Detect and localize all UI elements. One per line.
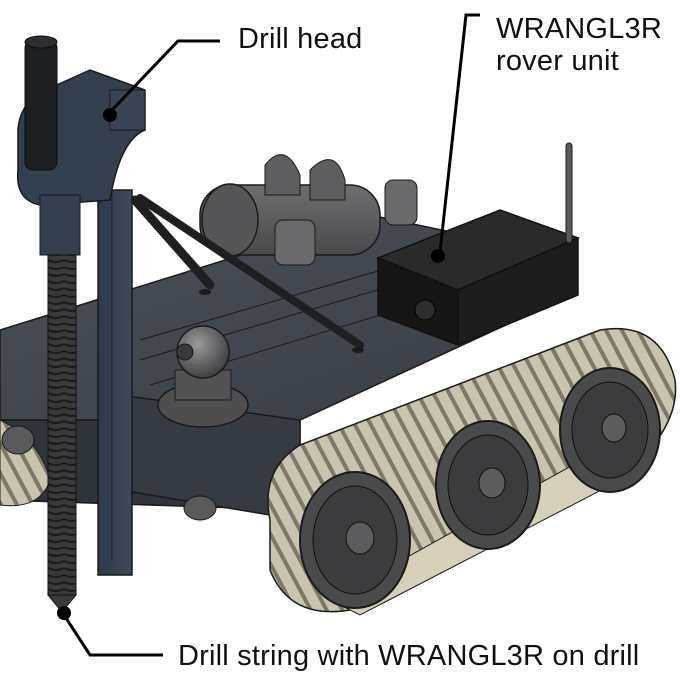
drill-string-leader — [62, 614, 163, 657]
wheel — [435, 420, 541, 550]
wheel — [559, 367, 661, 493]
wheels — [299, 367, 661, 609]
rover-unit-label: WRANGL3R rover unit — [496, 13, 662, 77]
motor — [199, 154, 418, 266]
left-track — [0, 419, 217, 521]
drill-head-leader — [110, 39, 220, 112]
rover-unit-leader — [438, 13, 480, 253]
rover-unit-label-line2: rover unit — [496, 45, 619, 77]
camera-mount — [157, 325, 249, 428]
rover-unit-label-line1: WRANGL3R — [496, 13, 662, 45]
rover-unit-marker — [431, 249, 445, 263]
drill-head — [16, 35, 146, 256]
callout-lines — [57, 13, 480, 657]
support-struts — [130, 194, 364, 353]
drill-head-label: Drill head — [238, 23, 363, 55]
drill-string-marker — [57, 606, 71, 620]
rover-unit-box — [375, 142, 581, 347]
wheel — [299, 471, 411, 609]
drill-mast — [97, 189, 133, 576]
drill-string-label: Drill string with WRANGL3R on drill — [178, 640, 640, 672]
drill-string — [46, 254, 78, 613]
drill-head-marker — [103, 108, 117, 122]
